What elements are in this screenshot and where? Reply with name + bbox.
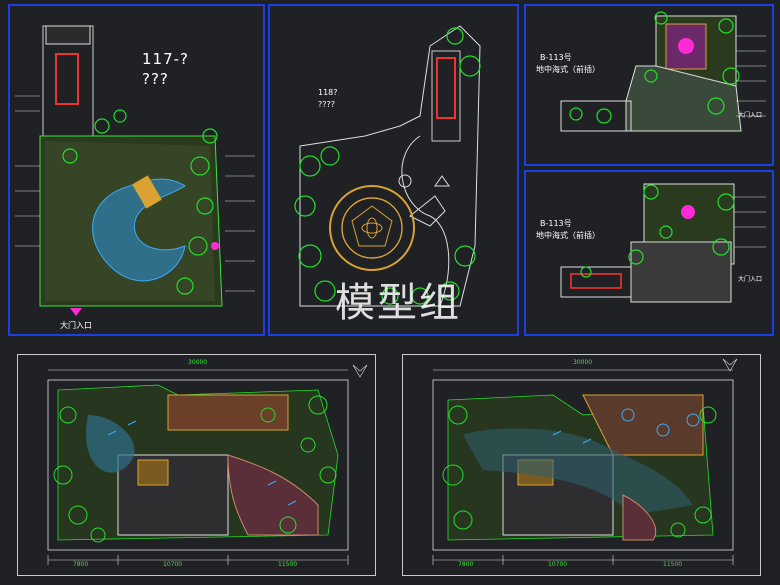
site-plan-right-dim-b2: 10700: [548, 561, 568, 568]
site-plan-left-dim-b1: 7800: [73, 561, 89, 568]
site-plan-left-dim-b3: 11500: [278, 561, 298, 568]
plan-b113-a-subtitle: 地中海式（前插）: [536, 65, 600, 74]
site-plan-right: 30000 7800 10700 11500: [402, 354, 761, 576]
site-plan-right-drawing: [432, 358, 738, 565]
plan-118-title: 118?: [318, 88, 338, 97]
site-plan-right-dim-b3: 11500: [663, 561, 683, 568]
plan-panel-b113-b: B-113号 地中海式（前插） 大门入口: [524, 170, 774, 336]
site-plan-right-dim-top: 30000: [573, 359, 593, 366]
plan-panel-117: 117-? ??? 大门入口: [8, 4, 265, 336]
plan-117-title: 117-?: [142, 50, 190, 68]
site-plan-left-dim-top: 30000: [188, 359, 208, 366]
plan-117-drawing: [15, 25, 255, 316]
site-plan-left-dim-b2: 10700: [163, 561, 183, 568]
plan-panel-b113-a: B-113号 地中海式（前插） 大门入口: [524, 4, 774, 166]
site-plan-left: 30000 7800 10700 11500: [17, 354, 376, 576]
plan-117-entrance-label: 大门入口: [60, 321, 92, 330]
plan-panel-118: 118? ????: [268, 4, 519, 336]
plan-b113-a-drawing: [560, 11, 766, 132]
site-plan-right-dim-b1: 7800: [458, 561, 474, 568]
plan-118-subtitle: ????: [318, 100, 335, 109]
plan-b113-b-entry: 大门入口: [738, 276, 763, 283]
plan-b113-b-title: B-113号: [540, 219, 572, 228]
watermark: 模型组: [335, 280, 461, 326]
site-plan-left-drawing: [47, 364, 368, 565]
plan-b113-b-drawing: [560, 183, 766, 303]
plan-b113-a-entry: 大门入口: [738, 112, 763, 119]
plan-b113-a-title: B-113号: [540, 53, 572, 62]
plan-118-drawing: [294, 25, 481, 307]
plan-b113-b-subtitle: 地中海式（前插）: [536, 231, 600, 240]
plan-117-subtitle: ???: [142, 70, 169, 88]
